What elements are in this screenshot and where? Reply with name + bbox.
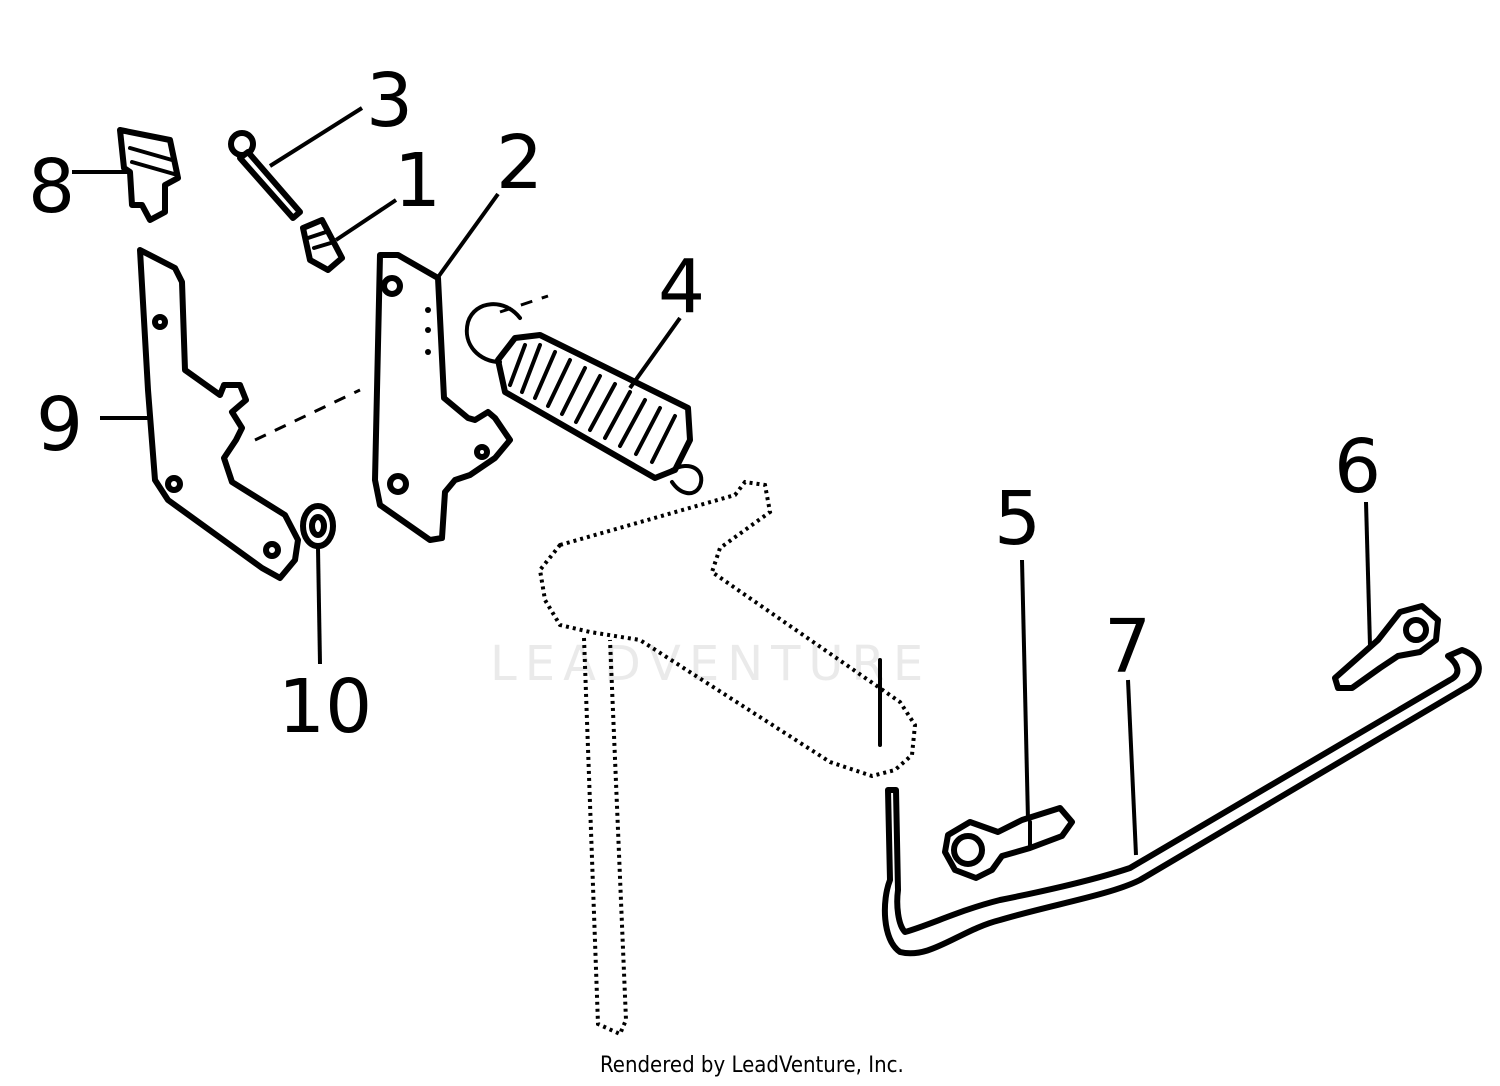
callout-6: 6 bbox=[1334, 424, 1381, 510]
part-3-bolt[interactable] bbox=[228, 130, 303, 221]
part-6-clamp[interactable] bbox=[1332, 603, 1441, 691]
part-10-washer[interactable] bbox=[300, 503, 336, 549]
callout-5: 5 bbox=[994, 476, 1041, 562]
leader-lines bbox=[72, 106, 1372, 856]
watermark-text: LEADVENTURE bbox=[490, 636, 931, 692]
part-5-clamp[interactable] bbox=[942, 805, 1075, 881]
part-4-spring[interactable] bbox=[464, 302, 704, 496]
reference-pedal-arm bbox=[537, 479, 918, 1037]
part-1-nut[interactable] bbox=[300, 217, 345, 273]
callout-9: 9 bbox=[36, 382, 83, 468]
callout-8: 8 bbox=[28, 144, 75, 230]
part-7-rod[interactable] bbox=[881, 647, 1482, 957]
footer-credit: Rendered by LeadVenture, Inc. bbox=[600, 1053, 904, 1078]
callout-10: 10 bbox=[278, 664, 372, 750]
part-9-bracket[interactable] bbox=[137, 247, 301, 581]
part-2-plate[interactable] bbox=[372, 252, 513, 543]
part-8-clip[interactable] bbox=[117, 127, 181, 223]
callout-4: 4 bbox=[658, 244, 705, 330]
assembly-lines bbox=[254, 294, 549, 442]
callout-1: 1 bbox=[394, 138, 441, 224]
callout-3: 3 bbox=[366, 58, 413, 144]
callout-7: 7 bbox=[1104, 604, 1151, 690]
callout-2: 2 bbox=[496, 120, 543, 206]
